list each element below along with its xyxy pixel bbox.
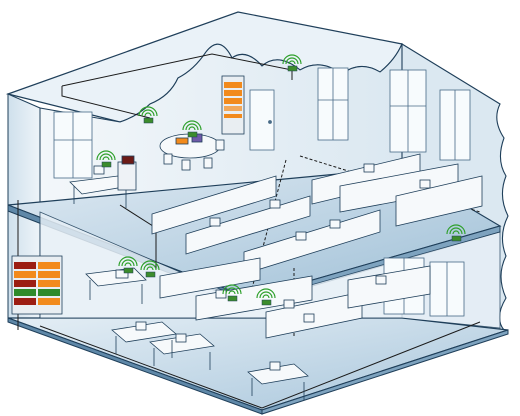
ceiling-cable-run [61, 86, 151, 119]
workstations [209, 163, 431, 241]
desktop-computer-icon [135, 321, 147, 331]
lower-floor-furniture [85, 257, 431, 400]
cubicle-partition [347, 265, 431, 309]
desktop-computer-icon [269, 199, 281, 209]
wireless-access-point-icon [140, 260, 160, 278]
server-rack-upper [221, 75, 245, 135]
ceiling-cable-run [61, 53, 293, 87]
access-points [96, 54, 466, 306]
cubicle-partition [185, 195, 311, 255]
wireless-access-point-icon [222, 284, 242, 302]
desktop-computer-icon [363, 163, 375, 173]
wireless-access-point-icon [256, 288, 276, 306]
desktop-computer-icon [175, 333, 187, 343]
cubicle-partition [159, 257, 261, 299]
server-rack-lower [11, 255, 63, 315]
lower-floor-edge-right [261, 329, 509, 415]
desktop-computer-icon [295, 231, 307, 241]
desktop-computer-icon [329, 219, 341, 229]
cubicle-partition [151, 175, 277, 235]
wireless-access-point-icon [446, 224, 466, 242]
door [249, 89, 275, 151]
desktop-computer-icon [209, 217, 221, 227]
printer-icon [117, 161, 137, 191]
wireless-access-point-icon [138, 106, 158, 124]
server-rack-icon [14, 262, 60, 305]
desktop-computer-icon [375, 275, 387, 285]
cubicle-partition [395, 175, 483, 227]
chairs [163, 139, 225, 171]
windows [53, 67, 471, 317]
wireless-access-point-icon [282, 54, 302, 72]
desktop-computer-icon [419, 179, 431, 189]
upper-floor-furniture [69, 133, 483, 275]
desktop-computer-icon [215, 289, 227, 299]
wireless-access-point-icon [118, 256, 138, 274]
laptop-icon [175, 137, 189, 145]
wireless-access-point-icon [182, 120, 202, 138]
desktop-computer-icon [269, 361, 281, 371]
desktop-computer-icon [303, 313, 315, 323]
desktop-computer-icon [93, 165, 105, 175]
server-rack-icon [224, 82, 242, 118]
desktop-computer-icon [283, 299, 295, 309]
laptop-icon [115, 269, 129, 279]
cubicle-partition [195, 275, 313, 321]
lower-floor [7, 317, 509, 411]
floor-cable-run [39, 321, 481, 409]
wireless-access-point-icon [96, 150, 116, 168]
